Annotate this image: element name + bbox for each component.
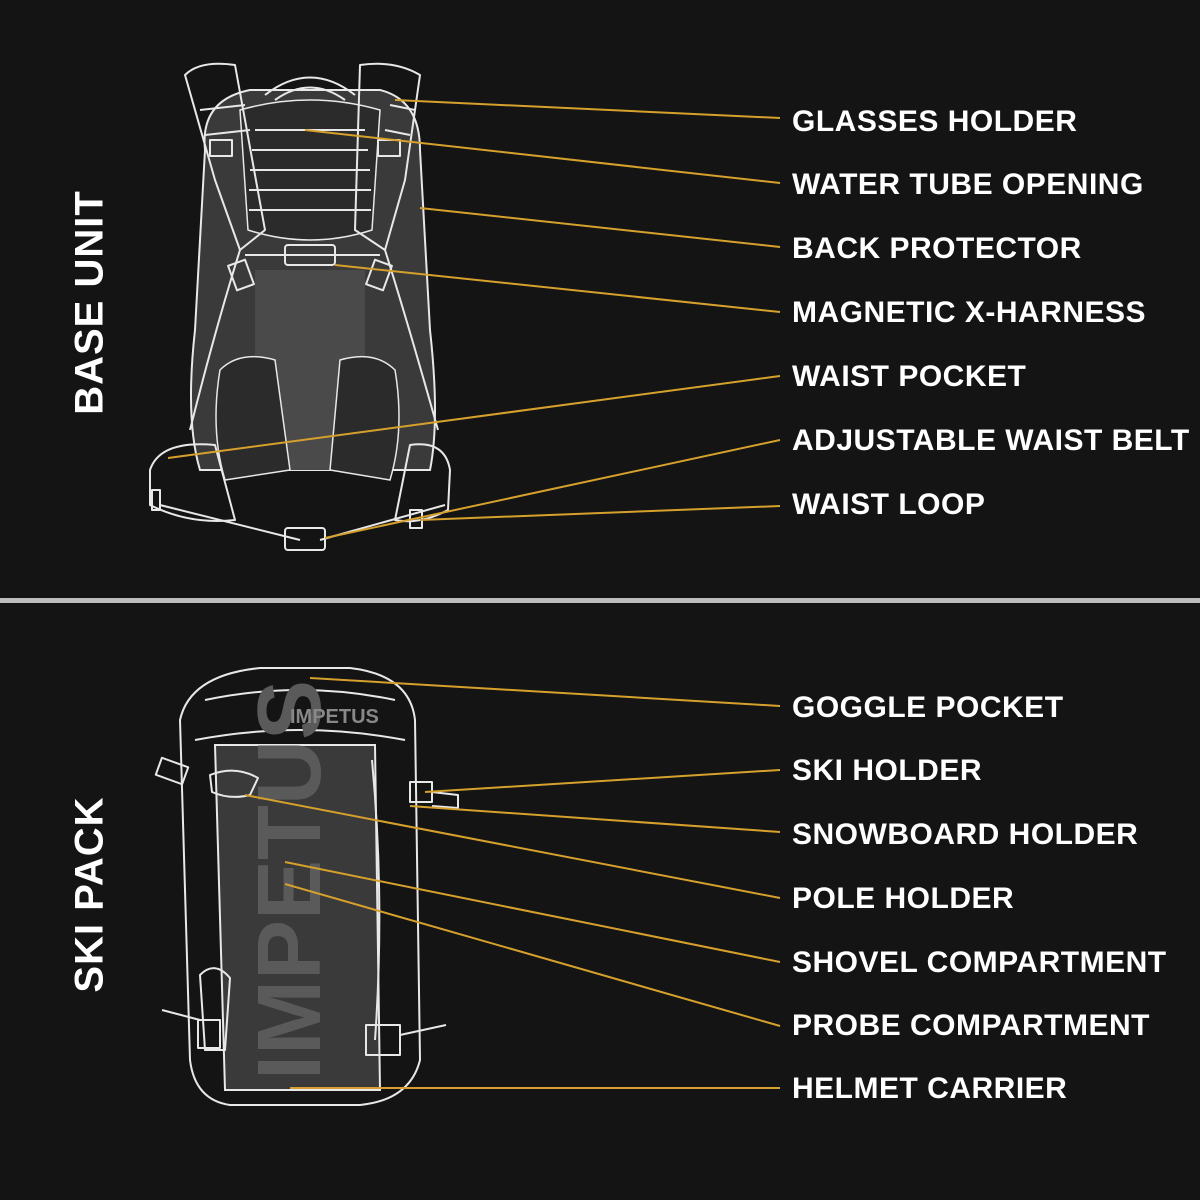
label-glasses-holder: GLASSES HOLDER bbox=[792, 105, 1078, 138]
leader-probe-compartment bbox=[284, 883, 781, 1027]
label-water-tube-opening: WATER TUBE OPENING bbox=[792, 168, 1144, 201]
leader-waist-pocket bbox=[167, 375, 781, 459]
ski-pack-panel: SKI PACK IMPETUS IMPETUS bbox=[0, 603, 1200, 1200]
label-magnetic-x-harness: MAGNETIC X-HARNESS bbox=[792, 296, 1147, 329]
leader-shovel-compartment bbox=[284, 861, 781, 963]
leader-adjustable-waist-belt bbox=[324, 439, 781, 539]
x-harness-buckle bbox=[227, 244, 393, 292]
leader-waist-loop bbox=[419, 505, 781, 521]
base-unit-leader-lines bbox=[167, 99, 781, 539]
label-adjustable-waist-belt: ADJUSTABLE WAIST BELT bbox=[792, 424, 1190, 457]
label-waist-pocket: WAIST POCKET bbox=[792, 360, 1027, 393]
label-back-protector: BACK PROTECTOR bbox=[792, 232, 1082, 265]
label-helmet-carrier: HELMET CARRIER bbox=[792, 1072, 1068, 1105]
leader-magnetic-x-harness bbox=[334, 264, 781, 313]
leader-back-protector bbox=[419, 207, 781, 248]
label-snowboard-holder: SNOWBOARD HOLDER bbox=[792, 818, 1139, 851]
label-shovel-compartment: SHOVEL COMPARTMENT bbox=[792, 946, 1167, 979]
leader-glasses-holder bbox=[394, 99, 781, 119]
top-brand-tag: IMPETUS bbox=[290, 706, 379, 728]
base-unit-illustration bbox=[149, 62, 781, 551]
label-ski-holder: SKI HOLDER bbox=[792, 754, 983, 787]
section-divider bbox=[0, 598, 1200, 603]
ski-pack-leader-lines bbox=[244, 677, 781, 1089]
ski-pack-illustration: IMPETUS IMPETUS bbox=[154, 667, 781, 1106]
label-waist-loop: WAIST LOOP bbox=[792, 488, 986, 521]
label-pole-holder: POLE HOLDER bbox=[792, 882, 1015, 915]
backpack-back-panel bbox=[190, 76, 436, 481]
leader-water-tube-opening bbox=[304, 129, 781, 184]
leader-ski-holder bbox=[424, 769, 781, 793]
label-probe-compartment: PROBE COMPARTMENT bbox=[792, 1009, 1150, 1042]
leader-snowboard-holder bbox=[409, 805, 781, 833]
base-unit-panel: BASE UNIT bbox=[0, 0, 1200, 598]
leader-goggle-pocket bbox=[309, 677, 781, 707]
ski-pack-body: IMPETUS IMPETUS bbox=[179, 667, 421, 1106]
leader-pole-holder bbox=[244, 794, 781, 899]
label-goggle-pocket: GOGGLE POCKET bbox=[792, 691, 1064, 724]
front-brand-lettering: IMPETUS bbox=[240, 680, 340, 1080]
